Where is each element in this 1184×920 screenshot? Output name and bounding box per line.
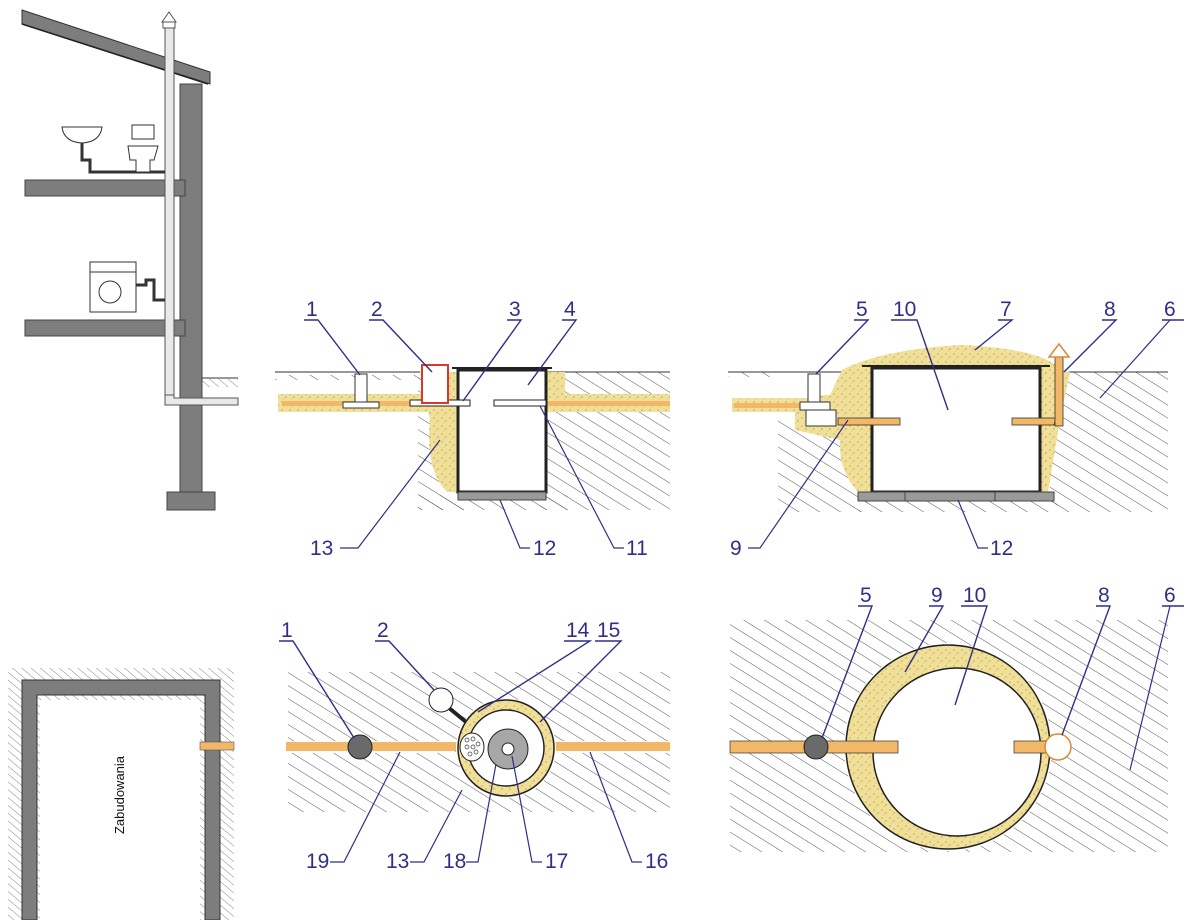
label-2-plan: 2 bbox=[377, 619, 389, 642]
vent-pipe bbox=[164, 24, 175, 406]
label-9-top: 9 bbox=[730, 537, 742, 560]
drain-tank-base bbox=[857, 491, 1055, 502]
house-cross-section bbox=[21, 9, 239, 511]
section-septic-tank bbox=[275, 364, 670, 510]
plan-drain-tank bbox=[728, 620, 1168, 852]
plan-filter-icon bbox=[459, 732, 485, 762]
plan-a-labels: 1 2 14 15 19 13 18 17 16 bbox=[279, 619, 668, 873]
label-13-plan: 13 bbox=[386, 850, 409, 873]
tank-body bbox=[456, 368, 548, 494]
vent-arrow-icon bbox=[161, 11, 177, 23]
room-label: Zabudowania bbox=[112, 755, 127, 834]
house-drain bbox=[164, 394, 239, 406]
label-18: 18 bbox=[443, 850, 466, 873]
label-1-plan: 1 bbox=[281, 619, 293, 642]
label-15: 15 bbox=[597, 619, 620, 642]
toilet-icon bbox=[127, 124, 165, 174]
floor-lower bbox=[24, 319, 186, 337]
label-1: 1 bbox=[306, 298, 318, 321]
inspection-chamber-b bbox=[799, 373, 837, 427]
label-7: 7 bbox=[1000, 298, 1012, 321]
plan-inlet-pipe bbox=[286, 742, 460, 751]
plan-b-labels: 5 9 10 8 6 bbox=[821, 584, 1184, 771]
label-19: 19 bbox=[306, 850, 329, 873]
filter-box bbox=[421, 364, 449, 404]
label-5-top: 5 bbox=[856, 298, 868, 321]
label-5-plan: 5 bbox=[860, 584, 872, 607]
plan-filter-box bbox=[428, 687, 454, 713]
label-9-plan: 9 bbox=[931, 584, 943, 607]
wall-foundation bbox=[166, 491, 216, 511]
section-a-labels: 1 2 3 4 13 12 11 bbox=[304, 298, 648, 560]
inspection-chamber bbox=[342, 373, 380, 409]
plan-inspection-chamber bbox=[347, 734, 373, 760]
label-17: 17 bbox=[545, 850, 568, 873]
house-plan-wall bbox=[21, 679, 221, 920]
label-10-top: 10 bbox=[893, 298, 916, 321]
house-plan: Zabudowania bbox=[8, 668, 235, 920]
plan-outlet-pipe bbox=[540, 742, 670, 751]
plan-septic-tank bbox=[286, 672, 670, 812]
washing-machine-icon bbox=[89, 261, 165, 313]
label-2: 2 bbox=[371, 298, 383, 321]
section-b-labels: 5 10 7 8 6 9 12 bbox=[730, 298, 1184, 560]
vent-arrow-icon bbox=[1047, 342, 1071, 358]
section-drain-tank bbox=[728, 342, 1168, 512]
label-8-top: 8 bbox=[1104, 298, 1116, 321]
label-8-plan: 8 bbox=[1098, 584, 1110, 607]
label-12-right: 12 bbox=[990, 537, 1013, 560]
sink-icon bbox=[61, 126, 165, 174]
label-4: 4 bbox=[564, 298, 576, 321]
drain-tank-body bbox=[870, 366, 1042, 494]
label-6-plan: 6 bbox=[1164, 584, 1176, 607]
outlet-pipe bbox=[545, 401, 670, 406]
tank-base-slab bbox=[457, 491, 547, 501]
plan-b-vent bbox=[1044, 733, 1072, 761]
label-6-top: 6 bbox=[1164, 298, 1176, 321]
label-11: 11 bbox=[626, 537, 648, 560]
house-wall bbox=[179, 83, 203, 495]
house-plan-outlet bbox=[199, 741, 235, 751]
label-16: 16 bbox=[645, 850, 668, 873]
sand-mound bbox=[795, 345, 1070, 492]
label-3: 3 bbox=[509, 298, 521, 321]
plan-b-inspection-chamber bbox=[803, 734, 829, 760]
label-14: 14 bbox=[566, 619, 590, 642]
label-10-plan: 10 bbox=[963, 584, 986, 607]
label-13-top: 13 bbox=[310, 537, 333, 560]
inlet-pipe-b bbox=[734, 403, 830, 408]
floor-upper bbox=[24, 179, 186, 197]
roof bbox=[21, 9, 211, 85]
label-12-top: 12 bbox=[533, 537, 556, 560]
